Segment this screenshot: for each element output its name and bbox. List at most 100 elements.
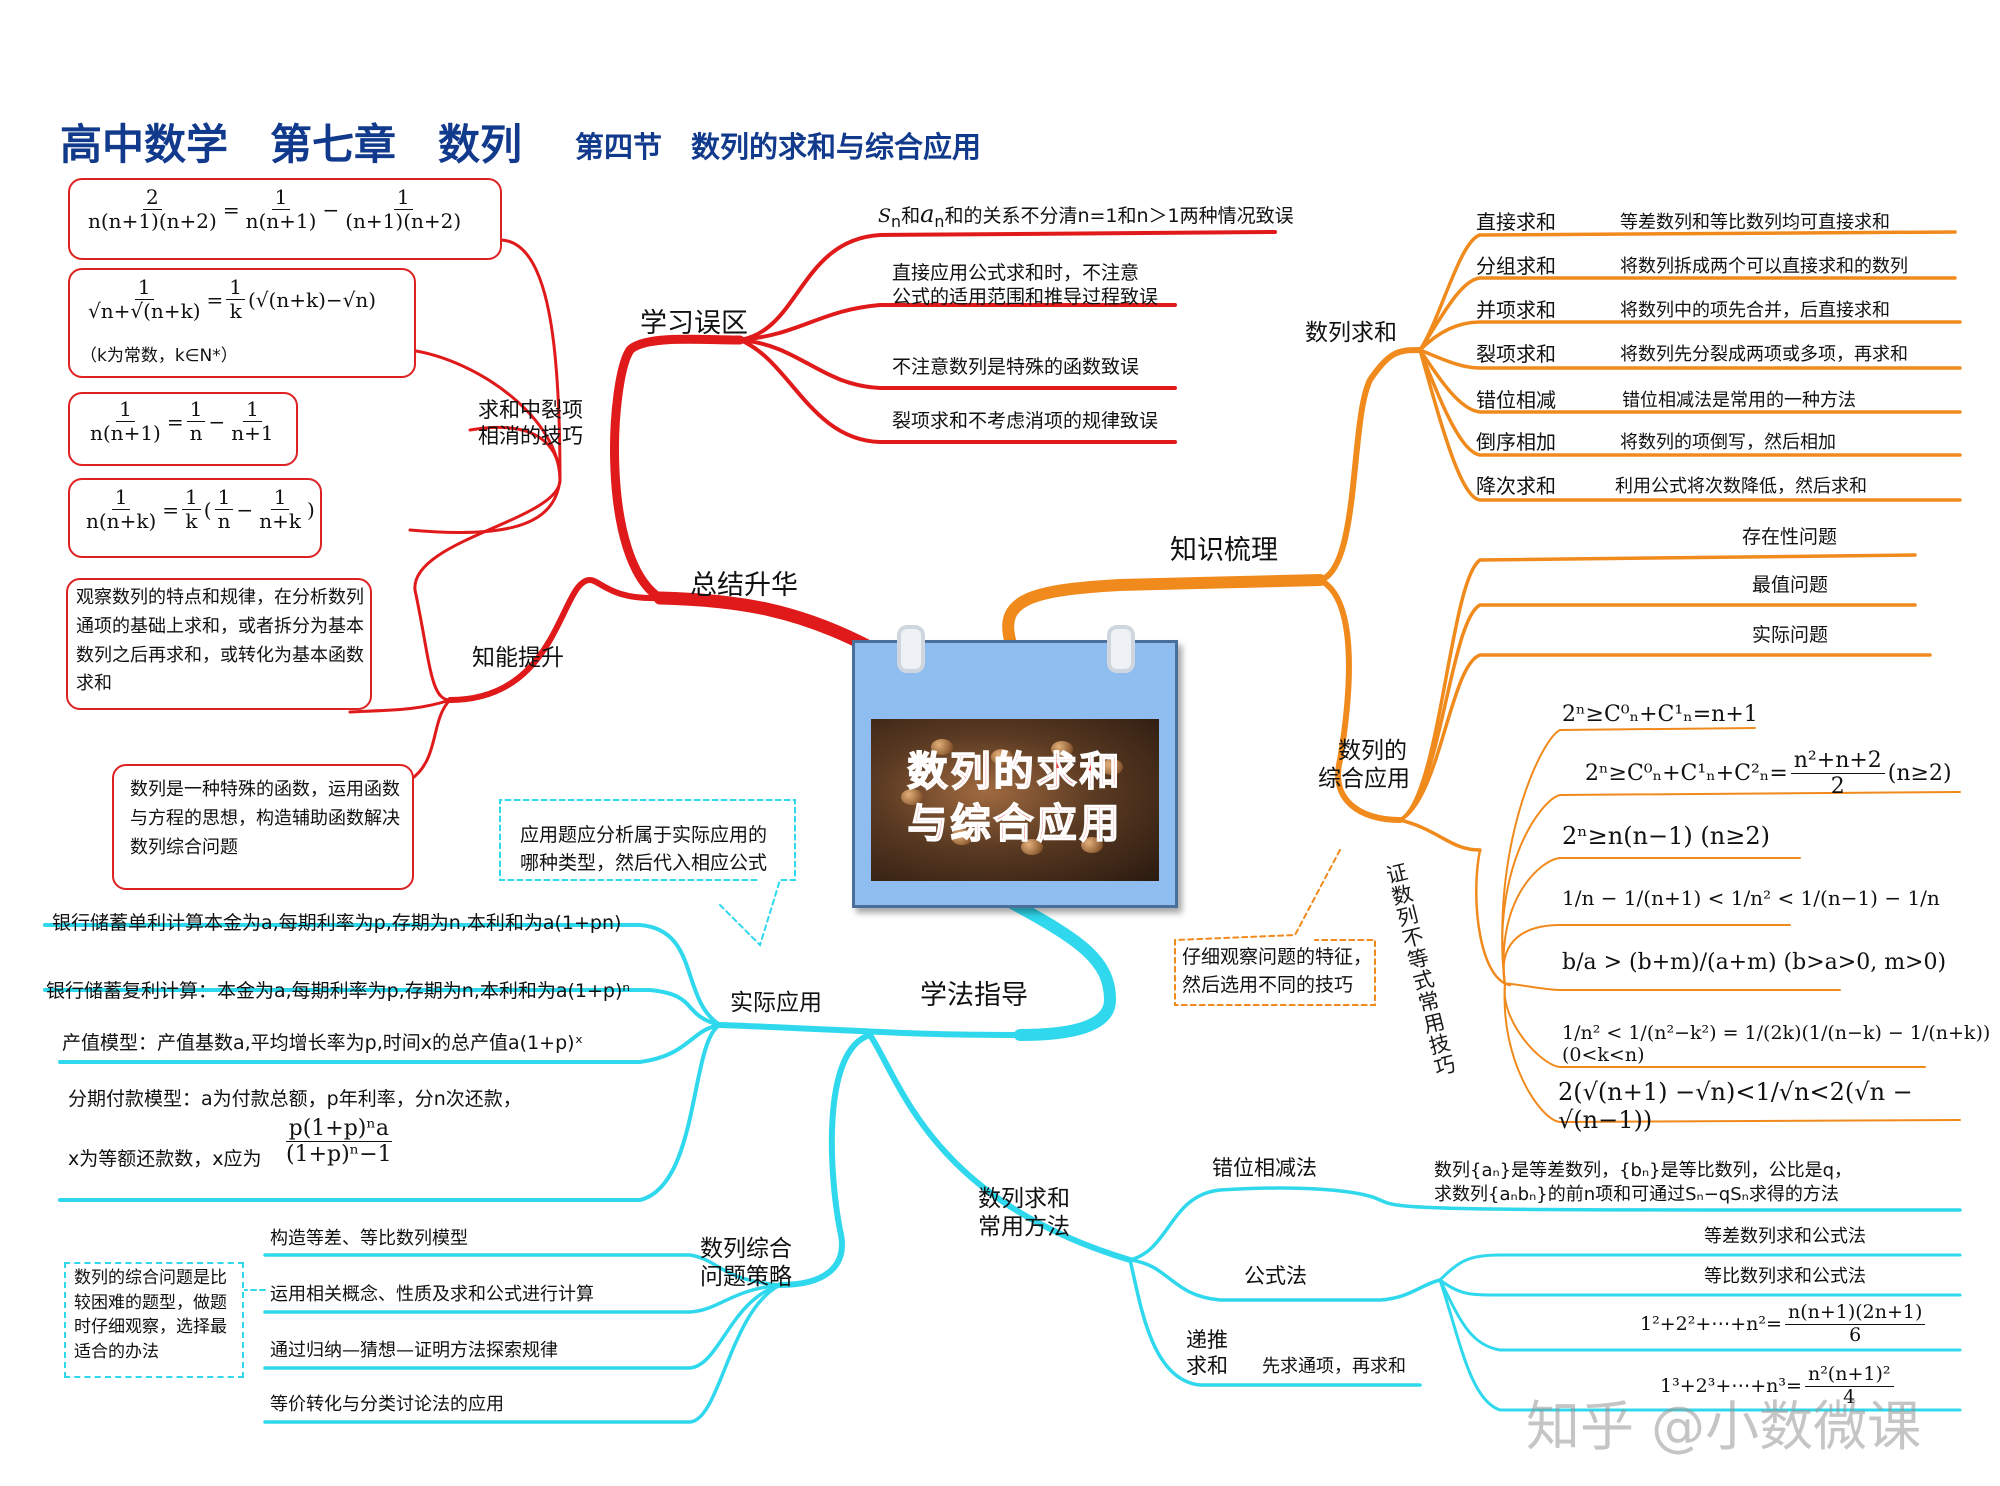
ineq-4: 1/n − 1/(n+1) < 1/n² < 1/(n−1) − 1/n — [1562, 886, 1940, 910]
practical-tip-line1: 应用题应分析属于实际应用的 — [520, 824, 768, 846]
mistake-item-1-a: a — [920, 200, 935, 228]
ineq-6: 1/n² < 1/(n²−k²) = 1/(2k)(1/(n−k) − 1/(n… — [1562, 1022, 1991, 1066]
ineq-1: 2ⁿ≥C⁰ₙ+C¹ₙ=n+1 — [1562, 702, 1758, 727]
summation-method-name[interactable]: 倒序相加 — [1476, 430, 1556, 454]
ineq-3: 2ⁿ≥n(n−1) (n≥2) — [1562, 822, 1770, 850]
section-title: 第四节 数列的求和与综合应用 — [575, 130, 982, 164]
telescoping-label-line1[interactable]: 求和中裂项 — [478, 398, 583, 422]
watermark: 知乎 @小数微课 — [1526, 1395, 1922, 1458]
ineq-7: 2(√(n+1) −√n)<1/√n<2(√n − √(n−1)) — [1558, 1078, 1913, 1134]
application-label-line1[interactable]: 数列的 — [1338, 738, 1407, 764]
common-label-line2[interactable]: 常用方法 — [978, 1214, 1070, 1240]
strategy-1: 构造等差、等比数列模型 — [270, 1228, 468, 1249]
output-model: 产值模型：产值基数a,平均增长率为p,时间x的总产值a(1+p)ˣ — [62, 1032, 583, 1054]
mistake-item-2a: 直接应用公式求和时，不注意 — [892, 262, 1140, 284]
function-text: 数列是一种特殊的函数，运用函数与方程的思想，构造辅助函数解决数列综合问题 — [130, 779, 400, 858]
function-text-box: 数列是一种特殊的函数，运用函数与方程的思想，构造辅助函数解决数列综合问题 — [112, 764, 414, 890]
practical-label[interactable]: 实际应用 — [730, 990, 822, 1016]
observe-tip-line1: 仔细观察问题的特征， — [1182, 946, 1373, 968]
mistake-item-3: 不注意数列是特殊的函数致误 — [892, 356, 1140, 378]
summation-method-name[interactable]: 降次求和 — [1476, 474, 1556, 498]
arith-sum-formula: 等差数列求和公式法 — [1704, 1226, 1866, 1247]
app-extremum: 最值问题 — [1752, 574, 1829, 596]
strategy-2: 运用相关概念、性质及求和公式进行计算 — [270, 1284, 594, 1305]
summation-method-desc: 等差数列和等比数列均可直接求和 — [1620, 212, 1890, 233]
summation-method-name[interactable]: 分组求和 — [1476, 254, 1556, 278]
summation-method-name[interactable]: 裂项求和 — [1476, 342, 1556, 366]
common-label-line1[interactable]: 数列求和 — [978, 1186, 1070, 1212]
dislocation-desc-line2: 求数列{aₙbₙ}的前n项和可通过Sₙ−qSₙ求得的方法 — [1434, 1184, 1839, 1205]
strategy-label-line2[interactable]: 问题策略 — [700, 1264, 792, 1290]
recursive-label-line1[interactable]: 递推 — [1186, 1328, 1228, 1352]
recursive-desc: 先求通项，再求和 — [1262, 1356, 1406, 1377]
edge-center-method — [1004, 896, 1117, 1041]
dislocation-desc-line1: 数列{aₙ}是等差数列，{bₙ}是等比数列，公比是q， — [1434, 1160, 1853, 1181]
edge-knowledge-summation — [1317, 347, 1423, 583]
practical-tip-line2: 哪种类型，然后代入相应公式 — [520, 852, 768, 874]
branch-mistakes[interactable]: 学习误区 — [640, 308, 748, 339]
ineq-5: b/a > (b+m)/(a+m) (b>a>0, m>0) — [1562, 950, 1947, 975]
edge-method-practical — [717, 1022, 1023, 1038]
edge-method-strategy — [777, 1032, 873, 1288]
app-practical: 实际问题 — [1752, 624, 1829, 646]
branch-knowledge[interactable]: 知识梳理 — [1170, 535, 1278, 566]
observe-tip-line2: 然后选用不同的技巧 — [1182, 974, 1354, 996]
ability-label[interactable]: 知能提升 — [472, 645, 564, 671]
summation-method-desc: 错位相减法是常用的一种方法 — [1622, 390, 1856, 411]
installment-line2: x为等额还款数，x应为 — [68, 1148, 262, 1170]
summation-label[interactable]: 数列求和 — [1305, 320, 1397, 346]
k-constant-note: （k为常数，k∈N*） — [80, 346, 238, 366]
strategy-tip: 数列的综合问题是比较困难的题型，做题时仔细观察，选择最适合的办法 — [74, 1268, 227, 1362]
recursive-label-line2[interactable]: 求和 — [1186, 1354, 1228, 1378]
observe-text: 观察数列的特点和规律，在分析数列通项的基础上求和，或者拆分为基本数列之后再求和，… — [76, 587, 364, 695]
summation-method-desc: 利用公式将次数降低，然后求和 — [1615, 476, 1867, 497]
edge-summary-ability — [447, 576, 663, 703]
summation-method-desc: 将数列的项倒写，然后相加 — [1620, 432, 1836, 453]
calendar-ring-right — [1107, 625, 1135, 673]
strategy-3: 通过归纳—猜想—证明方法探索规律 — [270, 1340, 558, 1361]
edge-center-summary — [653, 591, 882, 657]
strategy-label-line1[interactable]: 数列综合 — [700, 1236, 792, 1262]
branch-method[interactable]: 学法指导 — [920, 980, 1028, 1011]
application-label-line2[interactable]: 综合应用 — [1318, 766, 1410, 792]
strategy-tip-box: 数列的综合问题是比较困难的题型，做题时仔细观察，选择最适合的办法 — [64, 1262, 244, 1378]
strategy-4: 等价转化与分类讨论法的应用 — [270, 1394, 504, 1415]
mistake-item-2b: 公式的适用范围和推导过程致误 — [892, 286, 1159, 308]
summation-method-desc: 将数列先分裂成两项或多项，再求和 — [1620, 344, 1908, 365]
geo-sum-formula: 等比数列求和公式法 — [1704, 1266, 1866, 1287]
formula-method-label[interactable]: 公式法 — [1244, 1264, 1307, 1288]
central-title-line1: 数列的求和 — [907, 748, 1123, 796]
edge-summary-mistakes — [610, 334, 745, 603]
mistake-item-1-s: S — [878, 205, 892, 227]
branch-summary[interactable]: 总结升华 — [690, 570, 798, 601]
edge-knowledge-application — [1317, 577, 1403, 823]
mistake-item-4: 裂项求和不考虑消项的规律致误 — [892, 410, 1159, 432]
compound-interest: 银行储蓄复利计算：本金为a,每期利率为p,存期为n,本利和为a(1+p)ⁿ — [46, 980, 630, 1002]
summation-method-name[interactable]: 并项求和 — [1476, 298, 1556, 322]
simple-interest: 银行储蓄单利计算本金为a,每期利率为p,存期为n,本利和为a(1+pn) — [52, 912, 622, 934]
installment-line1: 分期付款模型：a为付款总额，p年利率，分n次还款， — [68, 1088, 522, 1110]
calendar-ring-left — [897, 625, 925, 673]
observe-text-box: 观察数列的特点和规律，在分析数列通项的基础上求和，或者拆分为基本数列之后再求和，… — [66, 578, 372, 710]
installment-formula: p(1+p)ⁿa(1+p)ⁿ−1 — [285, 1116, 393, 1168]
mistake-item-1: Sn和an和的关系不分清n=1和n＞1两种情况致误 — [878, 200, 1294, 231]
telescoping-label-line2[interactable]: 相消的技巧 — [478, 424, 583, 448]
central-topic[interactable]: 数列的求和 与综合应用 — [852, 625, 1178, 908]
app-existence: 存在性问题 — [1742, 526, 1838, 548]
dislocation-label[interactable]: 错位相减法 — [1212, 1156, 1317, 1180]
square-sum: 1²+2²+⋯+n²= n(n+1)(2n+1)6 — [1640, 1301, 1928, 1347]
page-title: 高中数学 第七章 数列 — [60, 120, 523, 169]
mistake-item-1-text: 和的关系不分清n=1和n＞1两种情况致误 — [944, 205, 1294, 227]
summation-method-name[interactable]: 直接求和 — [1476, 210, 1556, 234]
summation-method-name[interactable]: 错位相减 — [1476, 388, 1556, 412]
summation-method-desc: 将数列拆成两个可以直接求和的数列 — [1620, 256, 1908, 277]
summation-method-desc: 将数列中的项先合并，后直接求和 — [1620, 300, 1890, 321]
edge-center-knowledge — [1002, 574, 1326, 646]
